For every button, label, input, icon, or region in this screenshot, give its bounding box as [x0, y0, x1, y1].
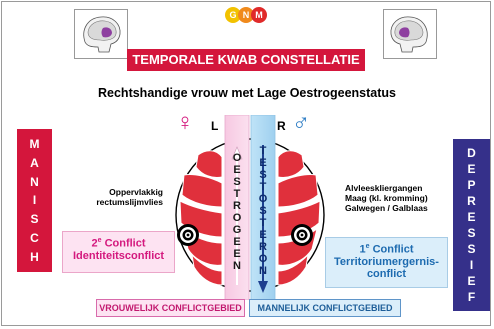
conflict-left-number: 2 [91, 237, 98, 250]
depressief-letter: I [469, 258, 474, 272]
brain-image-left [74, 9, 128, 59]
depressief-letter: E [467, 274, 476, 288]
male-symbol-icon: ♂ [292, 109, 310, 136]
brain-image-right [383, 9, 437, 59]
female-conflict-area-label: VROUWELIJK CONFLICTGEBIED [96, 299, 245, 317]
conflict-right-line3: conflict [366, 267, 407, 280]
page-subtitle: Rechtshandige vrouw met Lage Oestrogeens… [98, 86, 396, 100]
conflict-right-ordinal: e [365, 243, 370, 250]
logo-letter-g: G [225, 7, 241, 23]
conflict-right-title: Conflict [372, 243, 414, 256]
conflict-box-right: 1e Conflict Territoriumergernis- conflic… [325, 237, 448, 288]
left-organ-line2: rectumslijmvlies [96, 197, 163, 207]
female-symbol-icon: ♀ [176, 109, 194, 136]
manisch-letter: S [30, 212, 39, 227]
oestrogeen-letter: T [233, 188, 241, 200]
testosteron-letter: R [259, 241, 267, 253]
manisch-letter: M [29, 137, 40, 152]
depressief-letter: S [467, 226, 476, 240]
right-organ-text: Alvleeskliergangen Maag (kl. kromming) G… [345, 183, 455, 213]
oestrogeen-letter: G [232, 224, 242, 236]
target-icon-left [177, 224, 199, 246]
depressief-letter: R [467, 194, 476, 208]
temporal-lobe-diagram [175, 115, 325, 300]
male-conflict-area-label: MANNELIJK CONFLICTGEBIED [249, 299, 401, 317]
testosteron-letter: S [259, 205, 267, 217]
right-organ-line2: Maag (kl. kromming) [345, 193, 428, 203]
conflict-right-number: 1 [359, 243, 366, 256]
slide-frame [1, 1, 491, 326]
conflict-left-line2: Identiteitsconflict [72, 249, 165, 262]
manisch-letter: I [32, 193, 37, 208]
target-icon-right [291, 224, 313, 246]
conflict-right-line2: Territoriumergernis- [334, 255, 439, 268]
conflict-left-ordinal: e [97, 237, 102, 244]
oestrogeen-letter: N [233, 260, 241, 272]
depressief-letter: F [467, 290, 476, 304]
right-hemisphere-letter: R [277, 119, 286, 133]
logo-letter-n: N [238, 7, 254, 23]
manisch-letter: A [30, 156, 39, 171]
oestrogeen-letter: E [233, 248, 241, 260]
right-lobe-muscle [277, 150, 321, 286]
manisch-letter: H [30, 249, 39, 264]
left-organ-line1: Oppervlakkig [109, 187, 163, 197]
conflict-left-heading: 2e Conflict [63, 237, 174, 250]
depressief-letter: E [467, 162, 476, 176]
left-lobe-muscle [179, 150, 223, 286]
testosteron-letter: T [259, 145, 267, 157]
testosteron-letter: E [259, 157, 267, 169]
oestrogeen-letter: O [232, 212, 242, 224]
left-hemisphere-letter: L [211, 119, 219, 133]
testosteron-letter: T [259, 217, 267, 229]
depressief-letter: D [467, 146, 476, 160]
depressief-letter: S [467, 242, 476, 256]
testosteron-letter: N [259, 265, 267, 277]
testosteron-letter: T [259, 181, 267, 193]
testosteron-letter: S [259, 169, 267, 181]
logo-letter-m: M [251, 7, 267, 23]
conflict-left-title: Conflict [104, 237, 146, 250]
oestrogeen-letter: O [232, 152, 242, 164]
depressief-letter: E [467, 210, 476, 224]
oestrogeen-letter: R [233, 200, 241, 212]
manisch-letter: C [30, 230, 39, 245]
right-organ-line3: Galwegen / Galblaas [345, 203, 428, 213]
conflict-right-heading: 1e Conflict [326, 243, 447, 256]
oestrogeen-letter: E [233, 236, 241, 248]
manisch-letter: N [30, 174, 39, 189]
testosteron-letter: O [258, 193, 268, 205]
page-title: TEMPORALE KWAB CONSTELLATIE [127, 49, 365, 71]
oestrogeen-letter: S [233, 176, 241, 188]
testosteron-letter: E [259, 229, 267, 241]
left-organ-text: Oppervlakkig rectumslijmvlies [53, 187, 163, 207]
depressief-letter: P [467, 178, 476, 192]
testosteron-letter: O [258, 253, 268, 265]
conflict-box-left: 2e Conflict Identiteitsconflict [62, 231, 175, 273]
right-organ-line1: Alvleeskliergangen [345, 183, 423, 193]
oestrogeen-letter: E [233, 164, 241, 176]
